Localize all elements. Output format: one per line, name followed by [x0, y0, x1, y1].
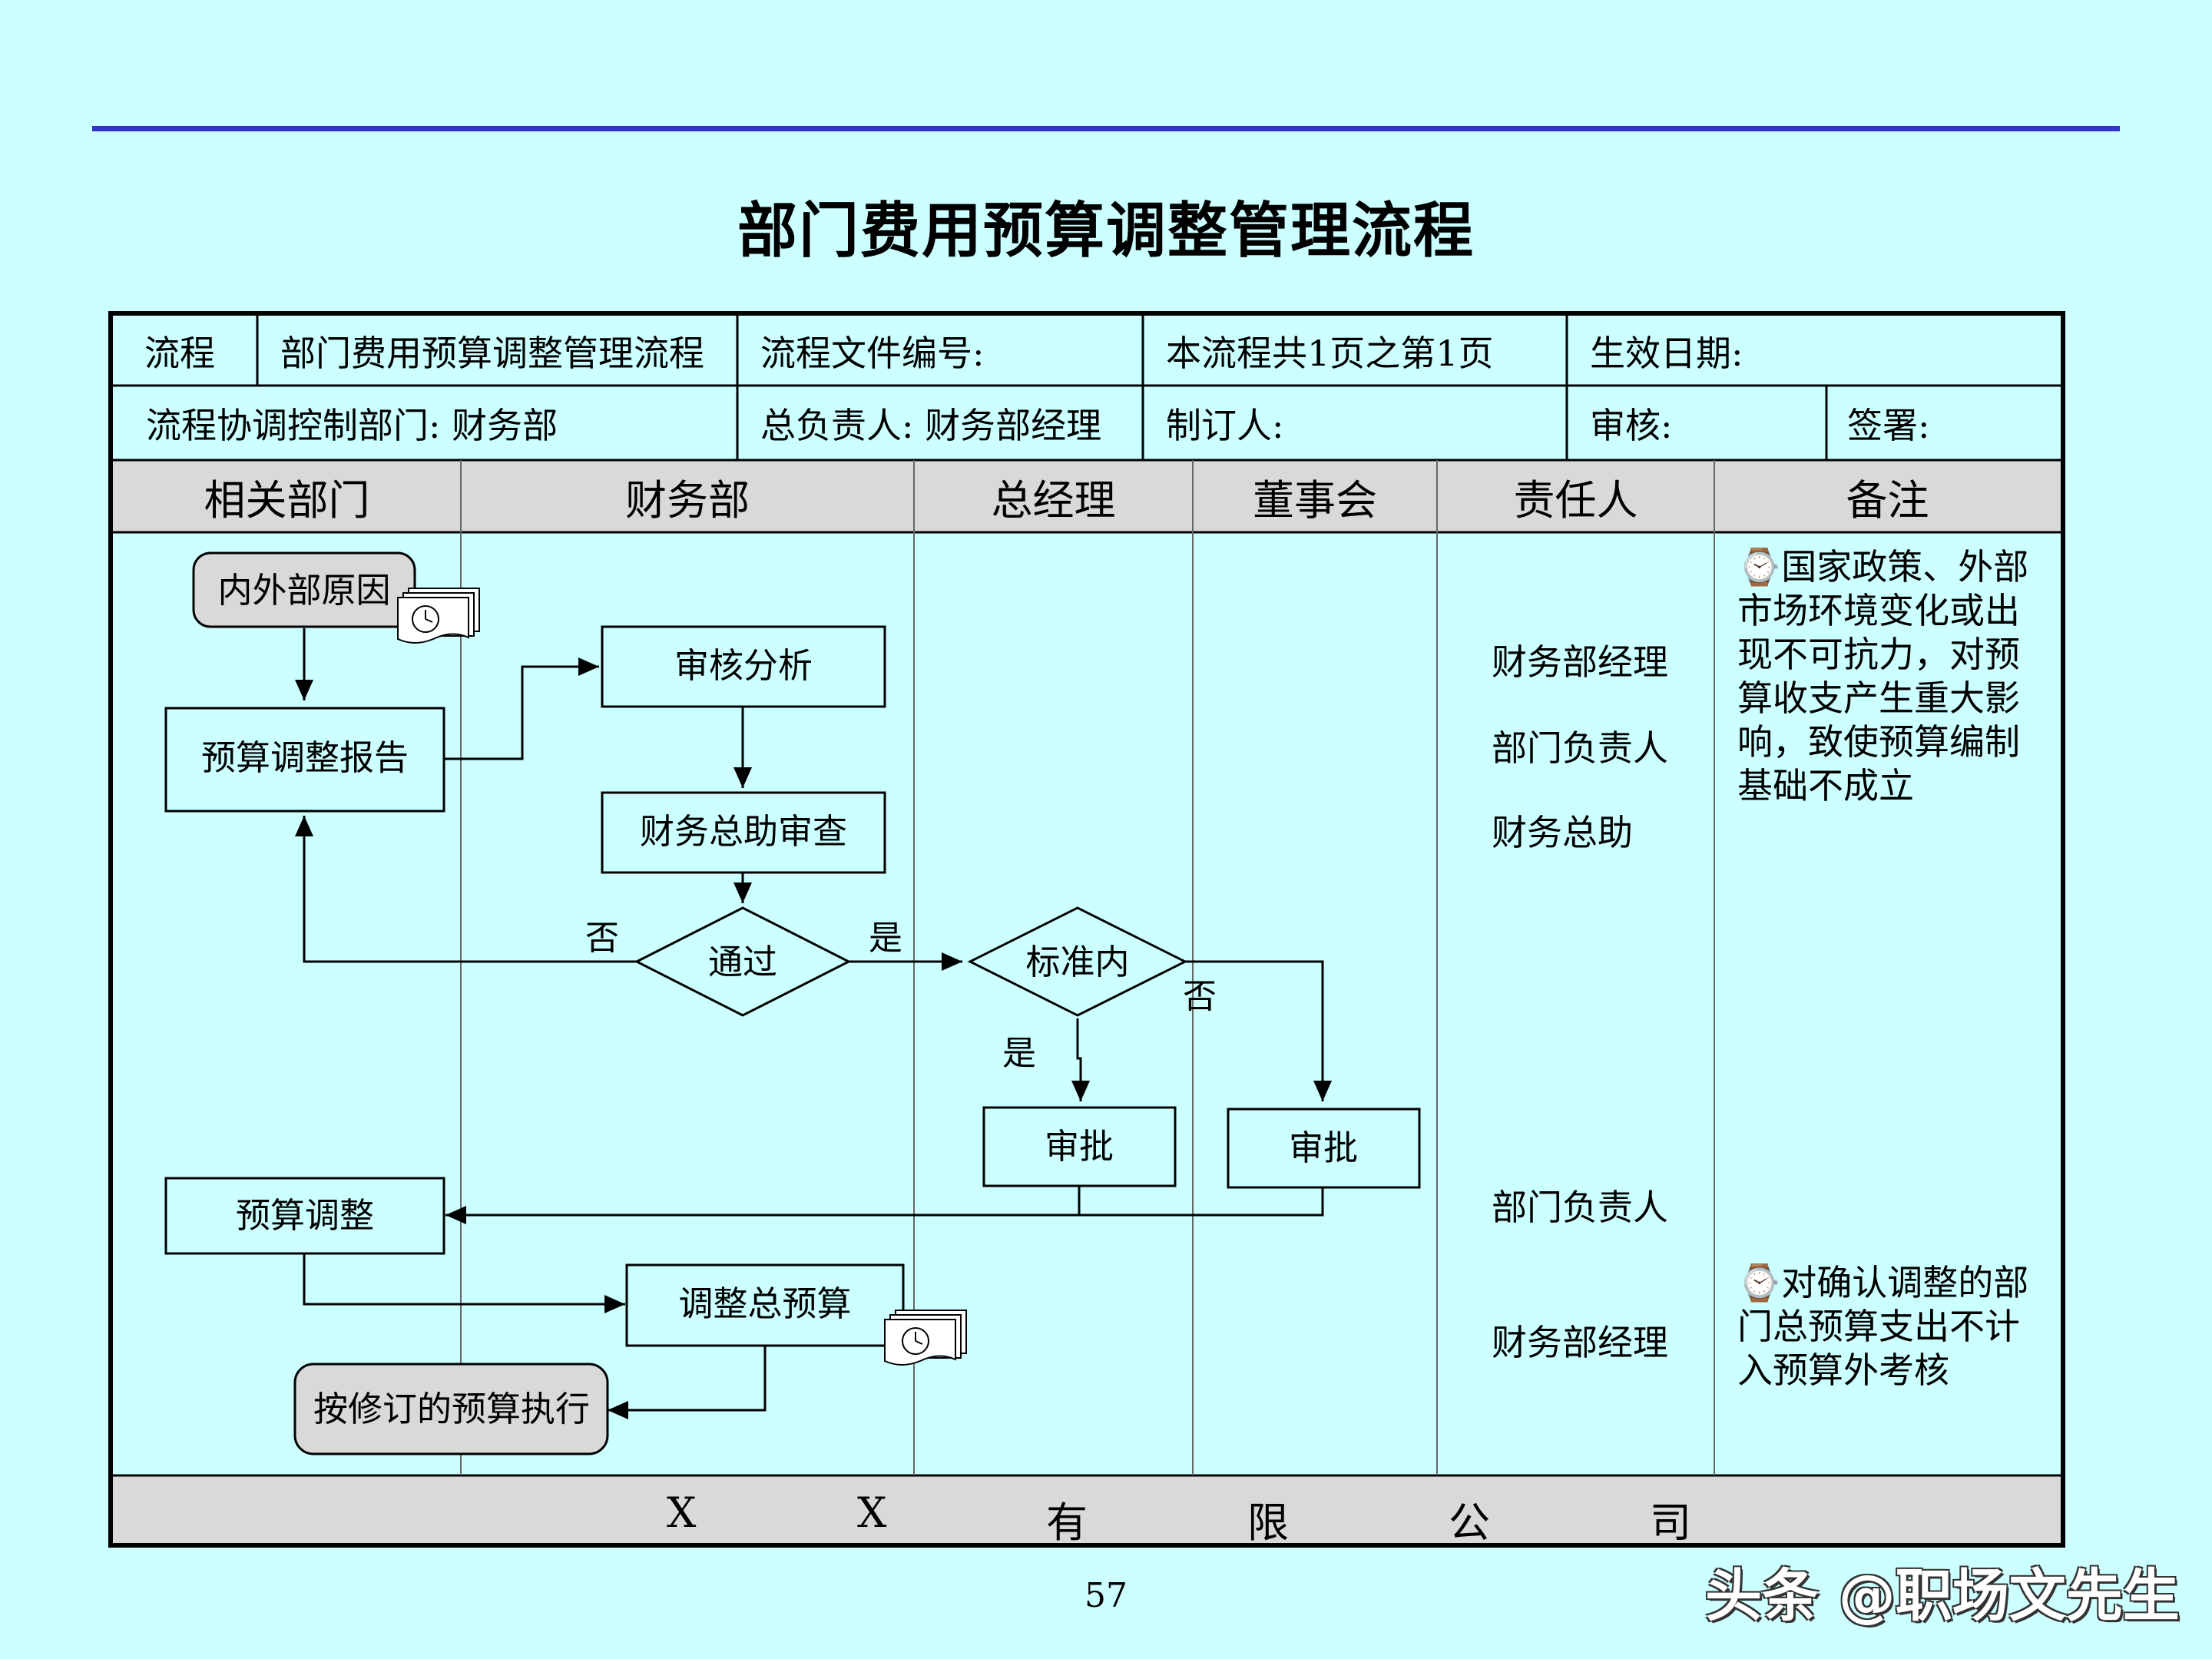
- edge-label-std-no: 否: [1183, 977, 1217, 1016]
- edge-label-pass-yes: 是: [869, 919, 902, 958]
- col-header-responsible: 责任人: [1513, 475, 1638, 525]
- svg-text:财务总助审查: 财务总助审查: [640, 811, 847, 852]
- responsible-1: 财务部经理: [1492, 641, 1668, 683]
- note-1: ⌚国家政策、外部市场环境变化或出现不可抗力，对预算收支产生重大影响，致使预算编制…: [1737, 546, 2029, 806]
- info-owner: 总负责人: 财务部经理: [760, 404, 1102, 446]
- footer-char: X: [667, 1488, 697, 1537]
- node-report: 预算调整报告: [164, 707, 445, 813]
- node-total-adjust: 调整总预算: [625, 1263, 905, 1347]
- node-execute: 按修订的预算执行: [293, 1363, 609, 1455]
- document-clock-icon: [397, 588, 480, 644]
- svg-text:预算调整: 预算调整: [236, 1195, 374, 1236]
- edge-board-to-adjust: [1079, 1187, 1324, 1217]
- svg-text:通过: 通过: [708, 942, 777, 982]
- document-clock-icon: [884, 1310, 967, 1366]
- svg-text:预算调整报告: 预算调整报告: [201, 737, 409, 778]
- edge-report-to-analysis: [444, 657, 599, 760]
- footer-char: 限: [1247, 1498, 1289, 1547]
- footer-band: [113, 1475, 2061, 1543]
- col-header-related-dept: 相关部门: [204, 475, 370, 525]
- info-author: 制订人:: [1166, 404, 1284, 446]
- page-title: 部门费用预算调整管理流程: [737, 197, 1475, 266]
- col-header-board: 董事会: [1253, 475, 1377, 525]
- top-rule: [92, 126, 2120, 131]
- svg-text:审批: 审批: [1289, 1128, 1358, 1168]
- footer-char: 司: [1650, 1498, 1691, 1547]
- edge-std-yes: [1071, 1018, 1090, 1101]
- info-reviewer: 审核:: [1590, 404, 1673, 446]
- svg-text:审批: 审批: [1045, 1126, 1114, 1167]
- node-approve-board: 审批: [1227, 1108, 1421, 1189]
- responsible-4: 部门负责人: [1492, 1187, 1668, 1228]
- info-flow-name: 部门费用预算调整管理流程: [280, 332, 704, 374]
- footer-char: 公: [1449, 1498, 1490, 1547]
- node-pass-decision: 通过: [634, 906, 852, 1017]
- edge-label-pass-no: 否: [585, 919, 619, 958]
- svg-text:审核分析: 审核分析: [674, 645, 813, 686]
- info-page-info: 本流程共1页之第1页: [1166, 332, 1494, 374]
- edge-std-no: [1185, 960, 1332, 1101]
- node-assistant-review: 财务总助审查: [601, 791, 886, 874]
- page-number: 57: [1084, 1576, 1128, 1615]
- node-start: 内外部原因: [192, 551, 416, 628]
- info-file-no: 流程文件编号:: [760, 332, 985, 374]
- svg-text:调整总预算: 调整总预算: [678, 1283, 851, 1324]
- svg-text:标准内: 标准内: [1025, 942, 1129, 982]
- edge-gm-to-adjust: [445, 1186, 1081, 1224]
- edge-adjust-to-total: [303, 1253, 625, 1313]
- info-coord-dept: 流程协调控制部门: 财务部: [146, 404, 558, 446]
- node-analysis: 审核分析: [601, 625, 886, 708]
- info-effective-date: 生效日期:: [1590, 332, 1743, 374]
- responsible-3: 财务总助: [1492, 812, 1633, 853]
- col-header-finance: 财务部: [625, 475, 750, 525]
- info-signature: 签署:: [1847, 404, 1930, 446]
- footer-char: X: [857, 1488, 887, 1537]
- flowchart-frame: [108, 311, 2065, 1548]
- node-adjust: 预算调整: [164, 1177, 445, 1255]
- note-2: ⌚对确认调整的部门总预算支出不计入预算外考核: [1737, 1262, 2029, 1391]
- edge-label-std-yes: 是: [1002, 1034, 1036, 1073]
- edge-pass-no: [295, 816, 637, 963]
- col-header-notes: 备注: [1846, 475, 1929, 525]
- watermark: 头条 @职场文先生: [1705, 1563, 2180, 1629]
- svg-text:内外部原因: 内外部原因: [217, 570, 390, 611]
- column-header-band: [113, 460, 2061, 532]
- responsible-5: 财务部经理: [1492, 1322, 1668, 1363]
- node-approve-gm: 审批: [982, 1106, 1177, 1187]
- col-header-gm: 总经理: [991, 475, 1116, 525]
- responsible-2: 部门负责人: [1492, 727, 1668, 769]
- footer-char: 有: [1046, 1498, 1088, 1547]
- edge-total-to-execute: [608, 1346, 767, 1419]
- svg-text:按修订的预算执行: 按修订的预算执行: [313, 1389, 590, 1429]
- node-standard-decision: 标准内: [967, 906, 1188, 1017]
- info-flow-label: 流程: [144, 332, 215, 374]
